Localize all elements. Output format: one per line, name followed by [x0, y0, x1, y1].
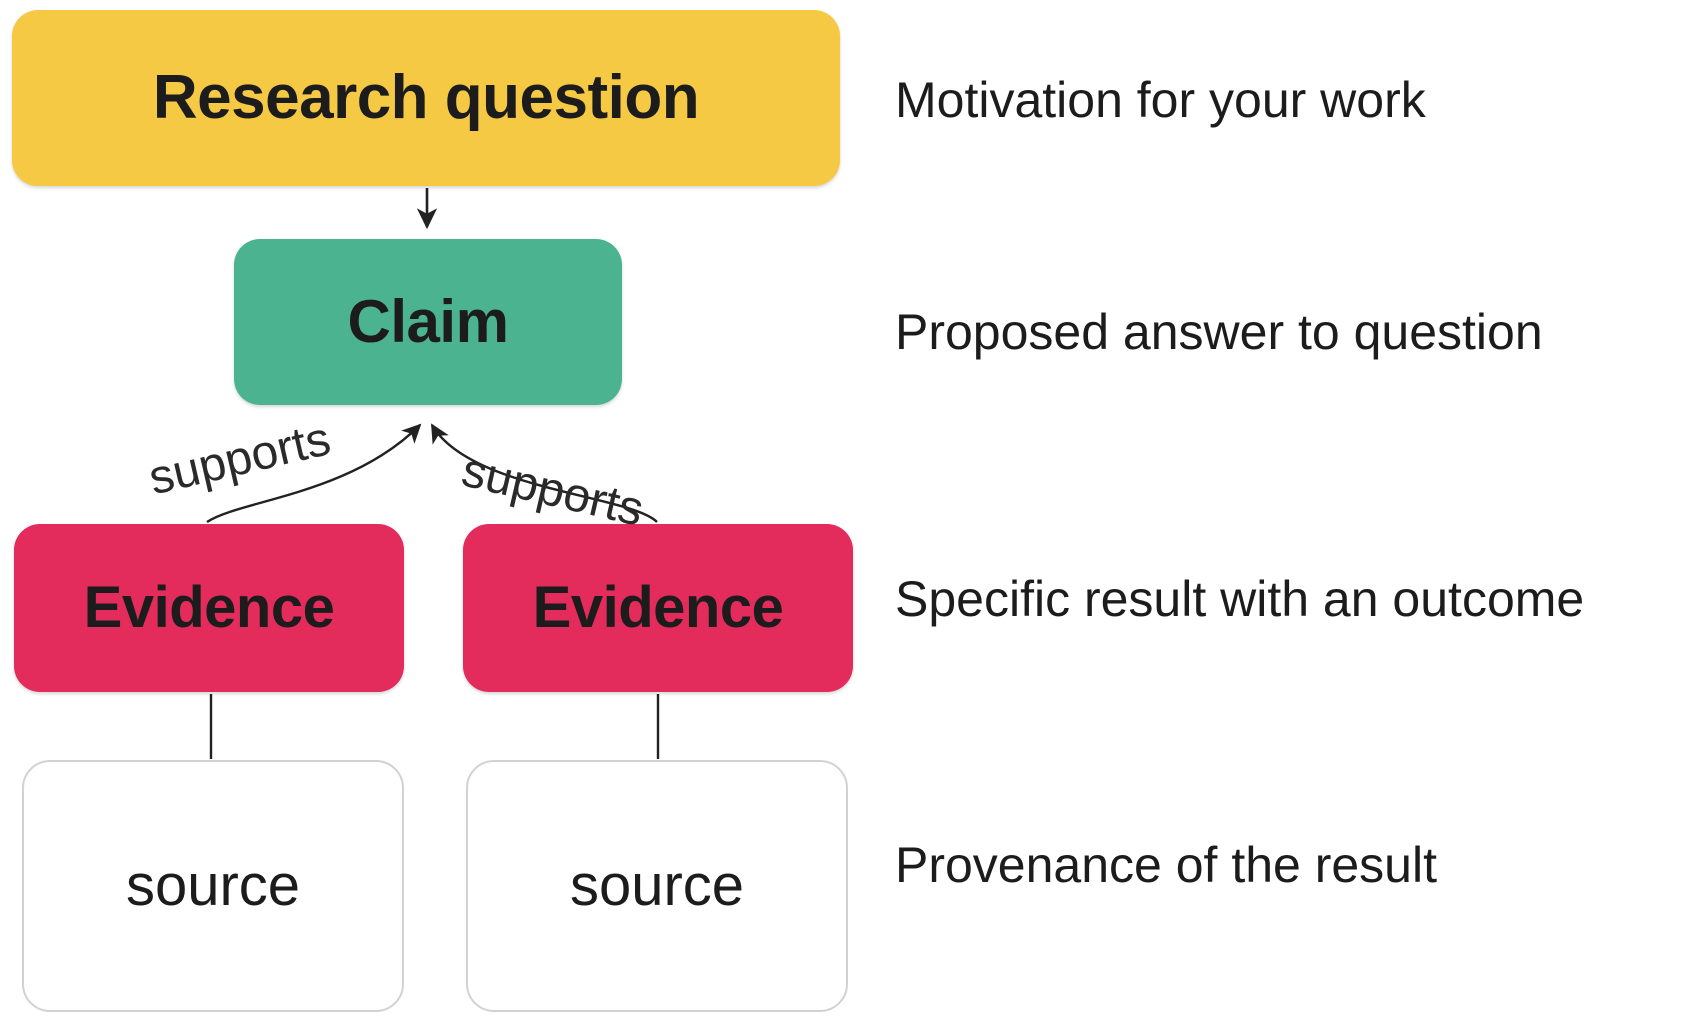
node-source-right[interactable]: source — [466, 760, 848, 1012]
annotation-source: Provenance of the result — [895, 837, 1437, 893]
node-evidence-right-label: Evidence — [532, 575, 784, 640]
node-evidence-right[interactable]: Evidence — [463, 524, 853, 692]
node-claim[interactable]: Claim — [234, 239, 622, 405]
node-evidence-left[interactable]: Evidence — [14, 524, 404, 692]
node-evidence-left-label: Evidence — [83, 575, 335, 640]
node-source-left[interactable]: source — [22, 760, 404, 1012]
annotation-research-question: Motivation for your work — [895, 72, 1426, 128]
edge-label-supports-left: supports — [144, 412, 336, 506]
node-source-right-label: source — [569, 853, 745, 918]
annotation-evidence: Specific result with an outcome — [895, 571, 1585, 627]
node-research-question-label: Research question — [152, 63, 700, 132]
annotation-claim: Proposed answer to question — [895, 304, 1543, 360]
node-claim-label: Claim — [347, 288, 509, 355]
node-research-question[interactable]: Research question — [12, 10, 840, 186]
node-source-left-label: source — [125, 853, 301, 918]
